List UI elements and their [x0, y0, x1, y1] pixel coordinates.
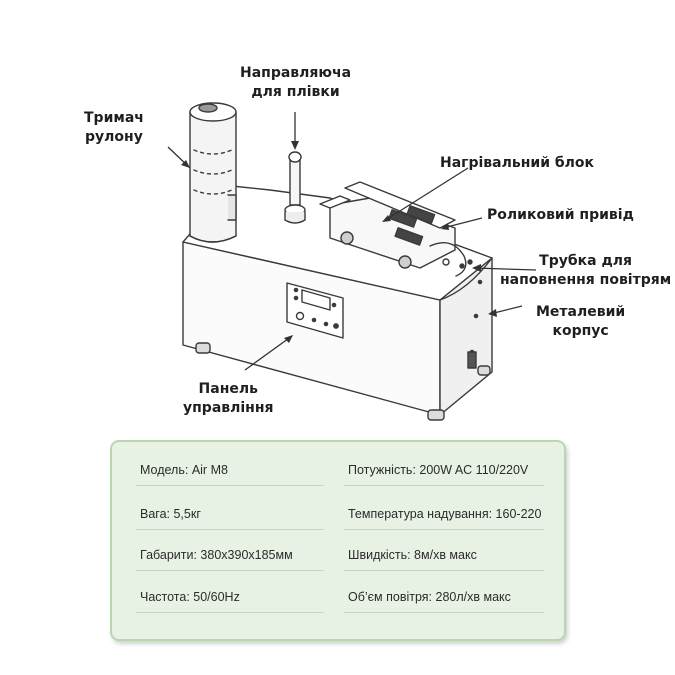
divider — [136, 485, 324, 486]
callout-air-tube: Трубка для наповнення повітрям — [500, 253, 672, 288]
spec-frequency: Частота: 50/60Hz — [140, 590, 240, 604]
film-guide-shape — [289, 157, 301, 206]
spec-dimensions: Габарити: 380х390х185мм — [140, 548, 293, 562]
divider — [136, 612, 324, 613]
roll-holder-shape — [189, 111, 237, 243]
callout-roller-drive: Роликовий привід — [487, 207, 634, 223]
divider — [136, 529, 324, 530]
leader-control-panel — [244, 335, 293, 371]
callout-metal-case: Металевий корпус — [536, 304, 626, 339]
spec-air-volume: Об’єм повітря: 280л/хв макс — [348, 590, 511, 604]
spec-weight: Вага: 5,5кг — [140, 507, 201, 521]
divider — [344, 529, 544, 530]
spec-model: Модель: Air M8 — [140, 463, 228, 477]
control-panel-shape — [286, 282, 344, 339]
leader-air-tube — [473, 267, 537, 271]
leader-heating-block — [383, 167, 469, 222]
callout-film-guide: Направляюча для плівки — [240, 65, 352, 100]
leader-roller-drive — [442, 217, 483, 229]
callout-heating-block: Нагрівальний блок — [440, 155, 595, 171]
spec-temperature: Температура надування: 160-220 — [348, 507, 542, 521]
callout-control-panel: Панель управління — [183, 381, 274, 416]
callout-roll-holder: Тримач рулону — [84, 110, 144, 145]
divider — [344, 570, 544, 571]
machine-diagram — [167, 102, 537, 421]
divider — [344, 612, 544, 613]
spec-speed: Швидкість: 8м/хв макс — [348, 548, 477, 562]
spec-power: Потужність: 200W AC 110/220V — [348, 463, 529, 477]
divider — [136, 570, 324, 571]
divider — [344, 485, 544, 486]
specs-panel: Модель: Air M8 Вага: 5,5кг Габарити: 380… — [110, 440, 566, 641]
